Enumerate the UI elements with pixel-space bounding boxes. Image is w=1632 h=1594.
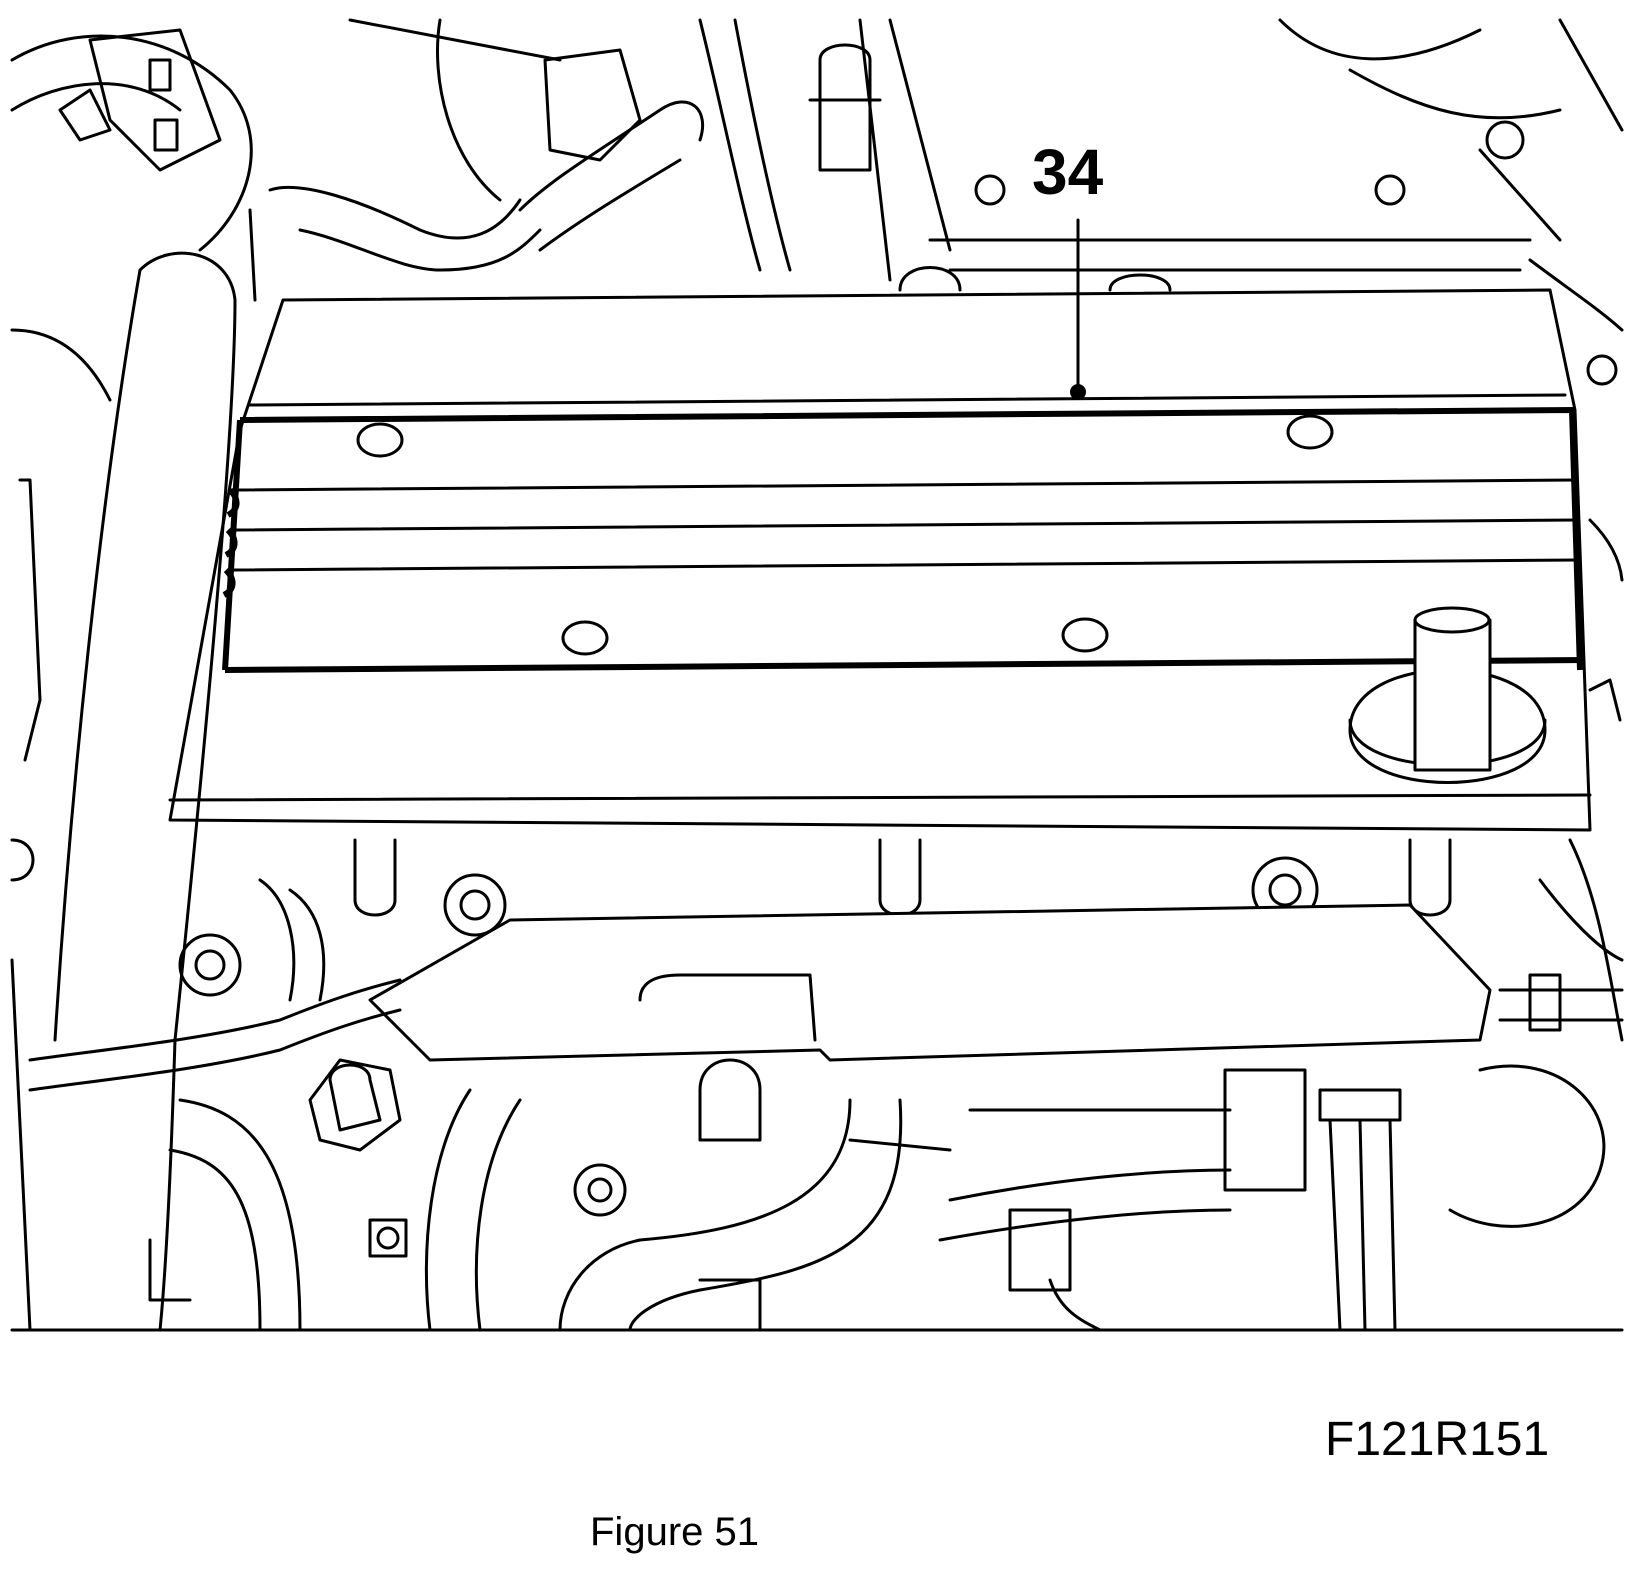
callout-label: 34 — [1032, 136, 1104, 208]
figure-caption: Figure 51 — [590, 1510, 759, 1554]
drawing-code: F121R151 — [1325, 1413, 1550, 1466]
